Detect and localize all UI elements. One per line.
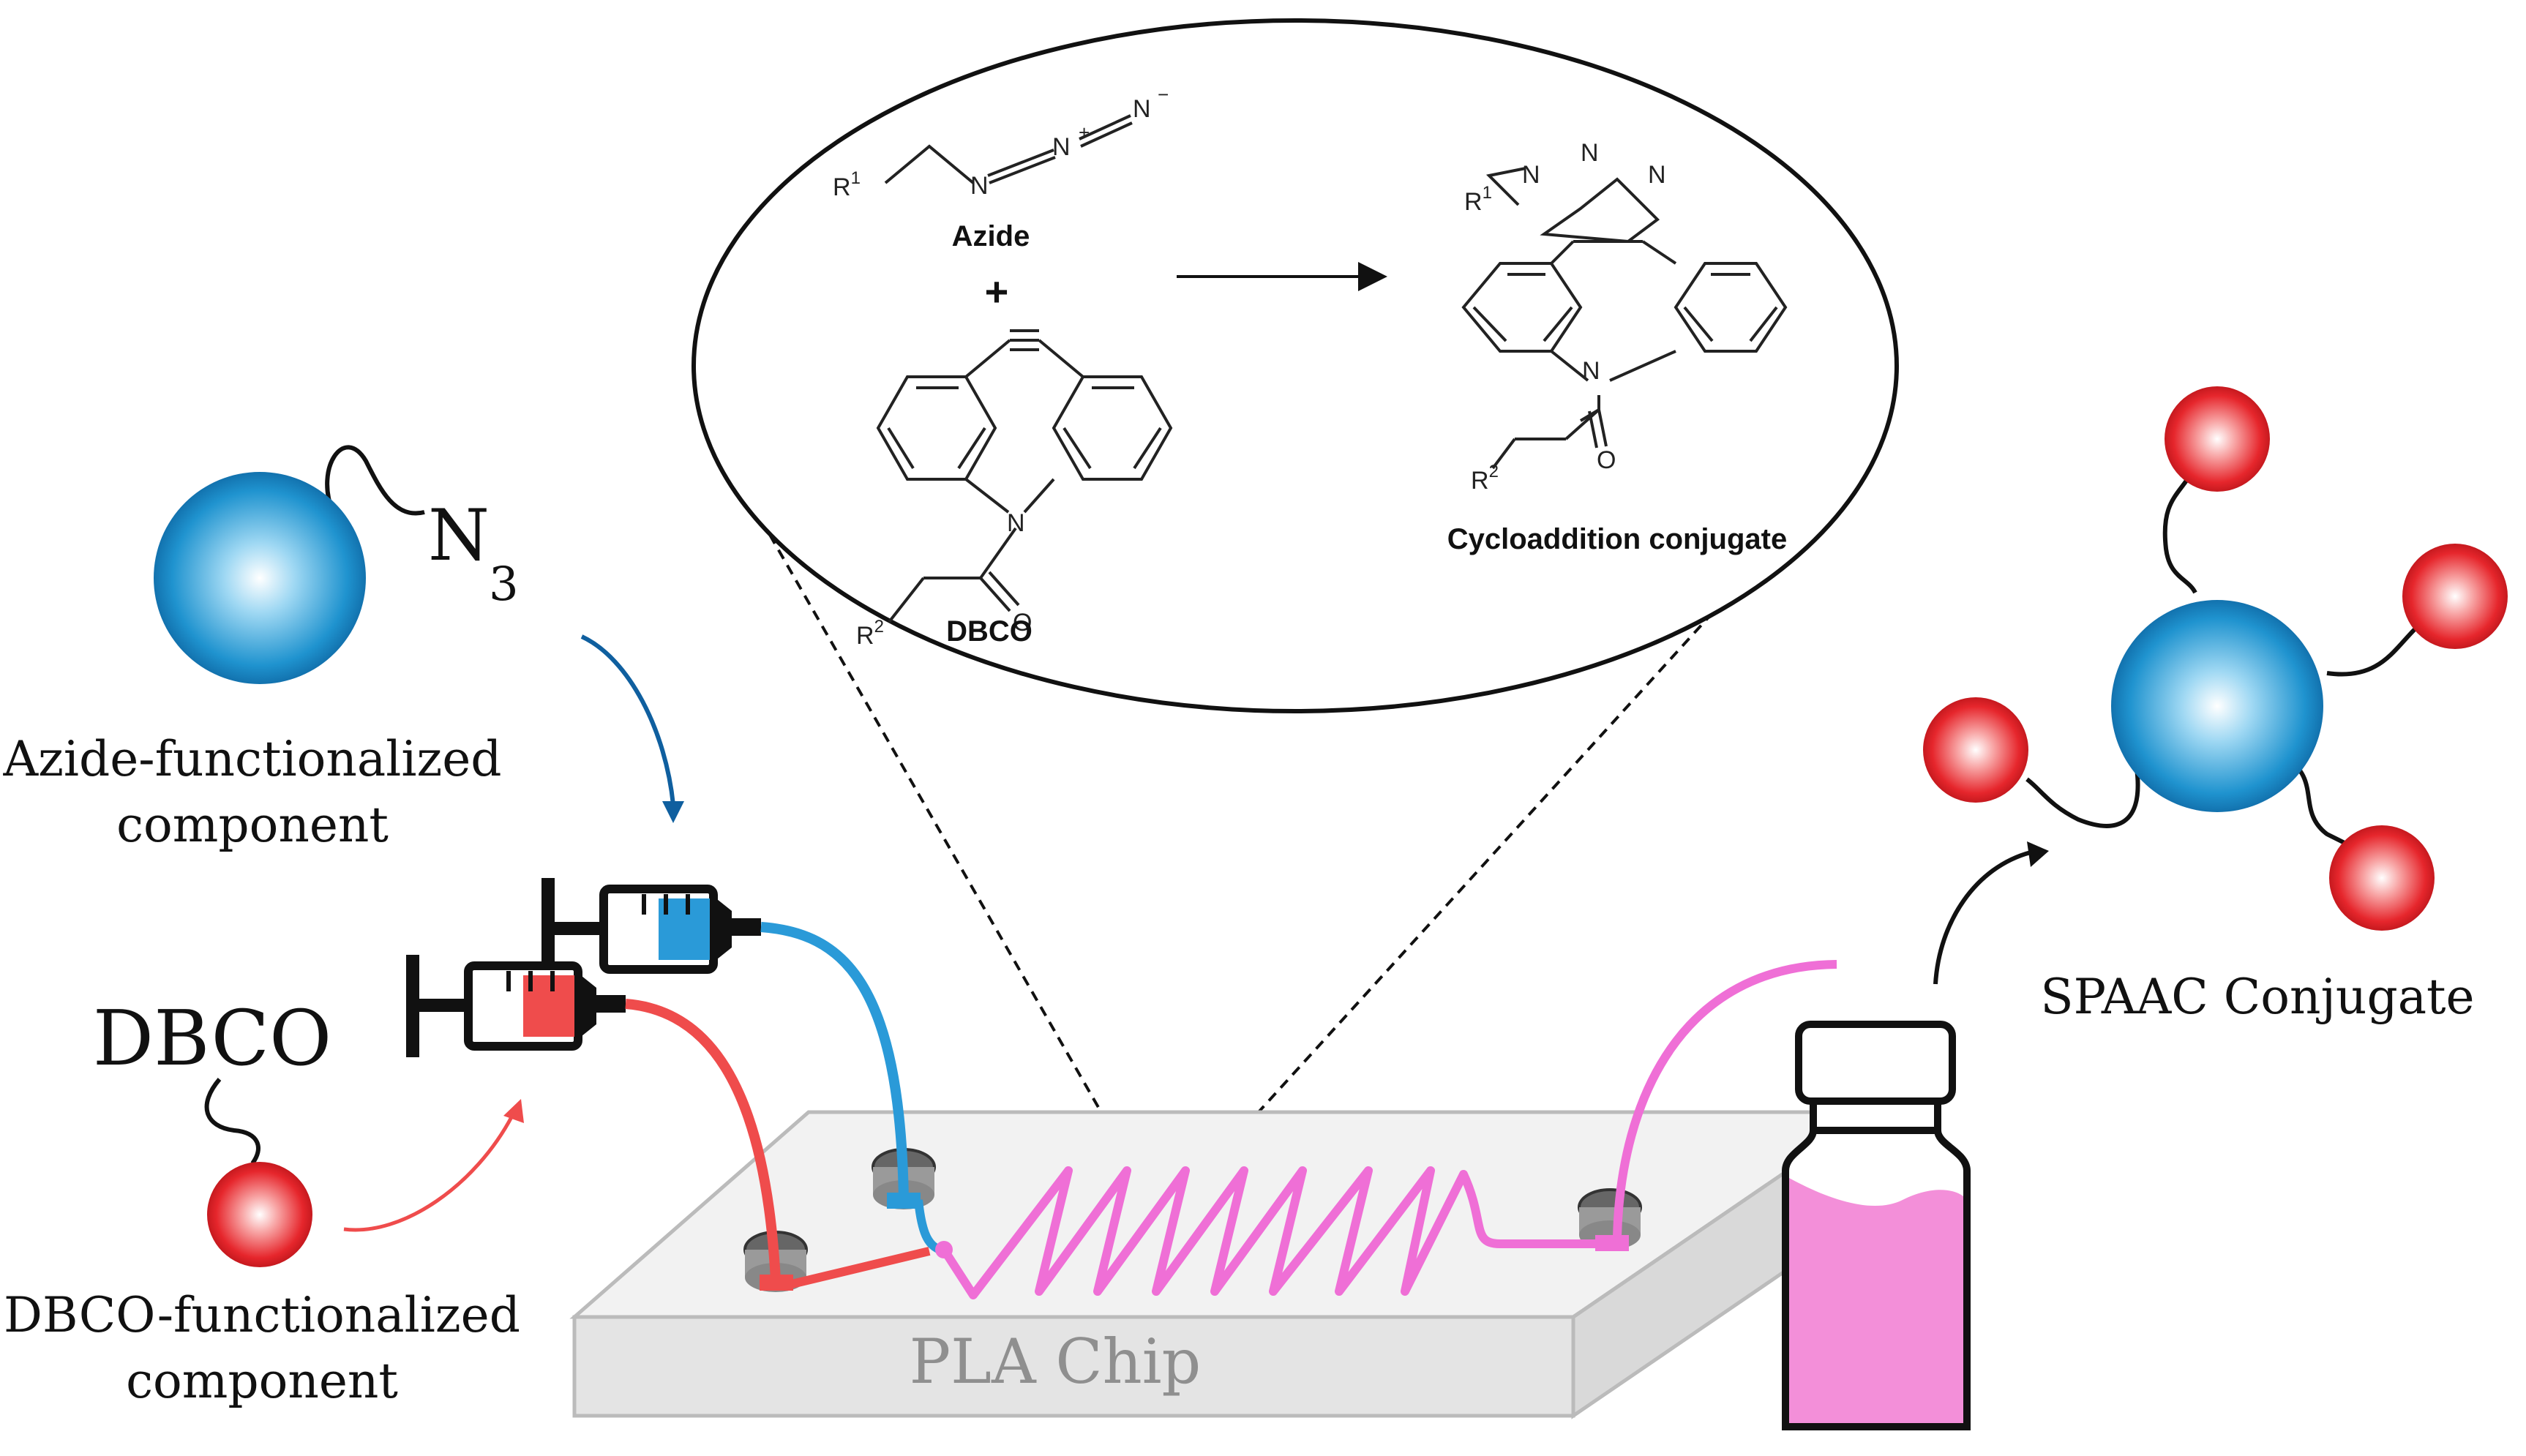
dbco-caption-line1: DBCO-functionalized [4, 1287, 520, 1343]
azide-r1-label: R1 [833, 168, 861, 201]
dbco-flow-arrow [343, 1114, 514, 1232]
azide-name: Azide [952, 220, 1030, 252]
blue-tubing [760, 922, 909, 1201]
conjugate-blue-sphere [2111, 600, 2323, 812]
azide-n1: N [970, 172, 989, 200]
dbco-label: DBCO [93, 994, 332, 1083]
blue-syringe [541, 878, 761, 980]
azide-n2-plus: + [1079, 121, 1090, 143]
azide-n3-minus: − [1158, 83, 1169, 105]
vial-liquid [1789, 1178, 1963, 1423]
product-o-atom: O [1597, 446, 1616, 474]
red-tubing [625, 999, 781, 1281]
dbco-component: DBCO [93, 994, 332, 1267]
azide-flow-arrowhead [662, 801, 684, 823]
product-n2: N [1581, 139, 1599, 167]
product-r1-label: R1 [1464, 183, 1492, 216]
dbco-name: DBCO [946, 615, 1032, 648]
product-arrowhead [2027, 841, 2049, 867]
red-sphere [207, 1162, 312, 1267]
dbco-structure [876, 329, 1173, 623]
spaac-conjugate [1923, 386, 2508, 931]
serpentine-channel [940, 1166, 1610, 1299]
conjugate-red-sphere-right [2402, 544, 2508, 649]
azide-n2: N [1052, 133, 1071, 161]
red-channel [790, 1247, 931, 1288]
blue-inlet [887, 1193, 921, 1209]
outlet-port [1595, 1235, 1629, 1251]
azide-subscript: 3 [489, 558, 519, 612]
dbco-caption-line2: component [126, 1353, 398, 1409]
chip-label: PLA Chip [910, 1326, 1202, 1397]
azide-caption-line1: Azide-functionalized [2, 731, 501, 787]
dbco-o-atom: O [1013, 609, 1032, 637]
red-syringe [406, 955, 626, 1057]
dbco-flow-arrowhead [503, 1099, 524, 1123]
plus-sign: + [985, 269, 1009, 315]
dbco-n-atom: N [1007, 509, 1025, 537]
reaction-zoom-ellipse [692, 18, 1899, 713]
product-n1: N [1522, 161, 1540, 189]
product-r2-label: R2 [1471, 462, 1499, 495]
outlet-tubing [1613, 960, 1837, 1237]
conjugate-red-sphere-top [2165, 386, 2270, 492]
product-structure [1461, 167, 1788, 470]
blue-sphere [154, 472, 366, 684]
product-name: Cycloaddition conjugate [1447, 523, 1787, 555]
product-n-atom: N [1582, 357, 1600, 385]
red-inlet [760, 1275, 793, 1291]
spaac-label: SPAAC Conjugate [2040, 969, 2474, 1025]
dbco-r2-label: R2 [856, 617, 884, 650]
azide-structure [884, 114, 1133, 184]
azide-group-label: N [428, 495, 490, 577]
collection-vial [1782, 1021, 1971, 1430]
azide-component: N 3 [154, 445, 519, 684]
conjugate-red-sphere-bottom [2329, 825, 2435, 931]
product-arrow [1933, 850, 2031, 985]
azide-flow-arrow [580, 634, 675, 806]
zoom-lines [760, 507, 1809, 1220]
product-n3: N [1648, 161, 1666, 189]
conjugate-red-sphere-left [1923, 697, 2028, 803]
azide-caption-line2: component [116, 797, 389, 853]
azide-n3: N [1133, 95, 1151, 123]
